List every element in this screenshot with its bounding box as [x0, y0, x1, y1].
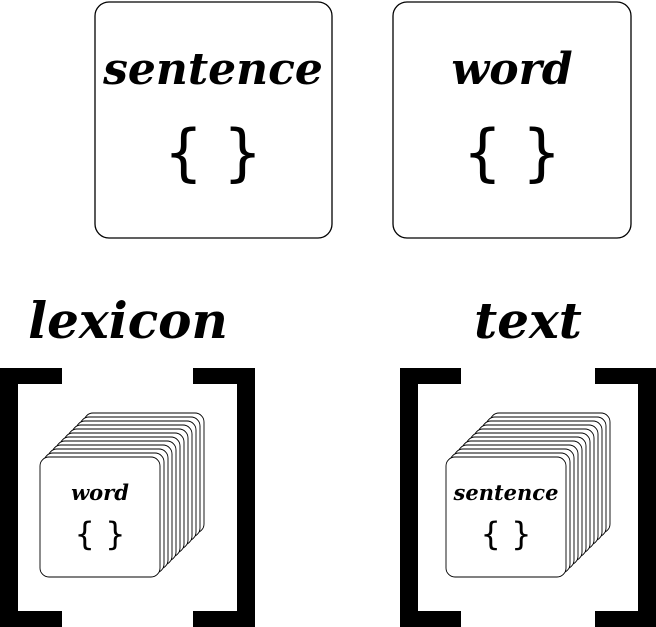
sentence-card: sentence { } — [94, 1, 333, 239]
text-collection: text sentence { } — [400, 291, 656, 627]
lexicon-bracket-close — [193, 368, 255, 627]
text-bracket-open — [400, 368, 461, 627]
sentence-card-braces: { } — [164, 116, 263, 189]
word-card-label: word — [451, 44, 572, 95]
lexicon-front-card: word { } — [71, 480, 129, 553]
text-bracket-close — [595, 368, 656, 627]
text-card-stack — [445, 412, 611, 578]
lexicon-collection: lexicon word { } — [0, 291, 255, 627]
lexicon-title: lexicon — [28, 291, 228, 350]
sentence-card-frame — [94, 1, 333, 239]
lexicon-front-card-frame — [39, 456, 161, 578]
text-front-card-frame — [445, 456, 567, 578]
text-title: text — [474, 291, 582, 350]
sentence-card-label: sentence — [102, 44, 323, 95]
text-item-braces: { } — [481, 515, 532, 553]
word-card-braces: { } — [463, 116, 562, 189]
lexicon-card-stack — [39, 412, 205, 578]
text-front-card: sentence { } — [453, 480, 559, 553]
lexicon-bracket-open — [0, 368, 62, 627]
word-card: word { } — [392, 1, 632, 239]
lexicon-item-braces: { } — [75, 515, 126, 553]
word-card-frame — [392, 1, 632, 239]
text-item-label: sentence — [453, 480, 559, 505]
lexicon-item-label: word — [71, 480, 129, 505]
